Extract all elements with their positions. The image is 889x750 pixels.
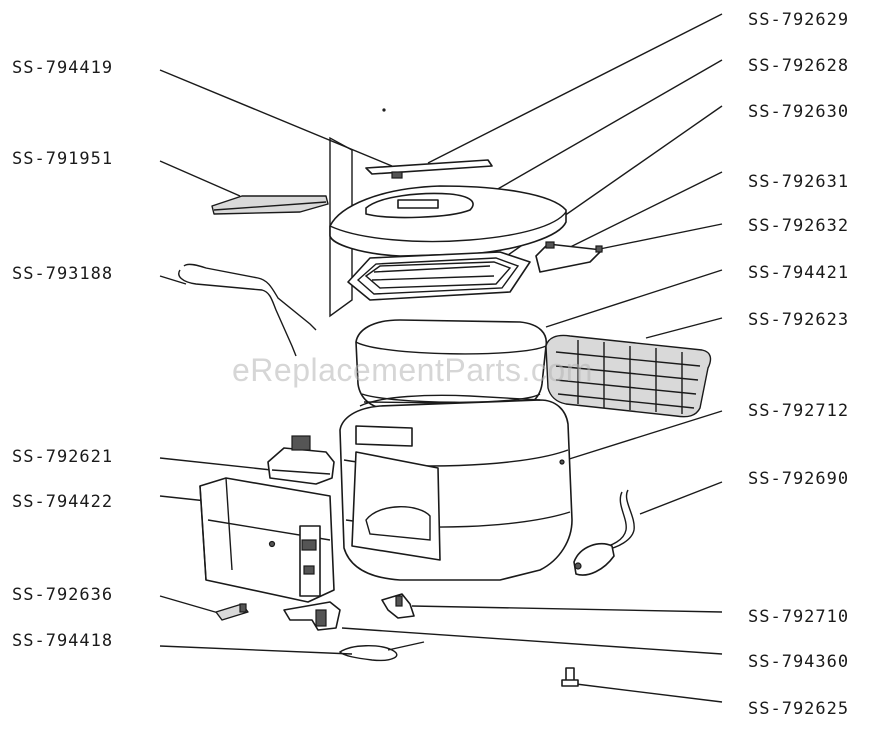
label-ss-792625: SS-792625: [748, 699, 850, 719]
leader-ss-792623: [645, 317, 723, 339]
leader-ss-792690: [639, 481, 723, 515]
cable-clip-part: [338, 641, 425, 662]
label-ss-792621: SS-792621: [12, 447, 114, 467]
leader-ss-792625: [575, 683, 723, 703]
label-ss-792710: SS-792710: [748, 607, 850, 627]
foot-screw-part: [561, 667, 579, 687]
label-ss-794419: SS-794419: [12, 58, 114, 78]
label-ss-792636: SS-792636: [12, 585, 114, 605]
lid-assembly-frame: [329, 136, 353, 318]
screw-part: [215, 603, 249, 621]
label-ss-794421: SS-794421: [748, 263, 850, 283]
filter-cover-part: [365, 159, 493, 179]
leader-ss-793188: [159, 275, 187, 285]
leader-ss-792710: [411, 605, 723, 613]
label-ss-792628: SS-792628: [748, 56, 850, 76]
leader-ss-791951: [159, 160, 241, 197]
leader-ss-794419: [159, 69, 393, 167]
side-panel-part: [199, 477, 335, 603]
label-ss-794418: SS-794418: [12, 631, 114, 651]
label-ss-792631: SS-792631: [748, 172, 850, 192]
label-ss-792630: SS-792630: [748, 102, 850, 122]
control-block-part: [267, 435, 335, 485]
latch-part: [381, 593, 415, 619]
bowl-part: [355, 319, 548, 411]
label-ss-793188: SS-793188: [12, 264, 114, 284]
leader-ss-792632: [589, 223, 723, 252]
label-ss-792690: SS-792690: [748, 469, 850, 489]
leader-ss-792636: [159, 595, 223, 615]
window-plate-part: [211, 195, 329, 215]
lid-part: [329, 185, 567, 257]
label-ss-792712: SS-792712: [748, 401, 850, 421]
label-ss-792632: SS-792632: [748, 216, 850, 236]
leader-ss-794421: [545, 269, 723, 328]
leader-ss-794360: [341, 627, 723, 655]
label-ss-794360: SS-794360: [748, 652, 850, 672]
bracket-part: [283, 601, 341, 631]
watermark: eReplacementParts.com: [232, 352, 593, 388]
leader-ss-794418: [159, 645, 353, 655]
label-ss-792629: SS-792629: [748, 10, 850, 30]
fryer-housing-part: [339, 394, 573, 581]
leader-ss-792628: [495, 59, 723, 191]
power-cord-part: [573, 489, 635, 576]
label-ss-792623: SS-792623: [748, 310, 850, 330]
label-ss-791951: SS-791951: [12, 149, 114, 169]
wire-handle-part: [178, 263, 317, 357]
leader-ss-792629: [427, 13, 723, 164]
hinge-tab-part: [535, 241, 603, 273]
frying-basket-part: [545, 334, 712, 418]
label-ss-794422: SS-794422: [12, 492, 114, 512]
leader-ss-792712: [565, 410, 723, 461]
lid-gasket-part: [347, 251, 531, 301]
